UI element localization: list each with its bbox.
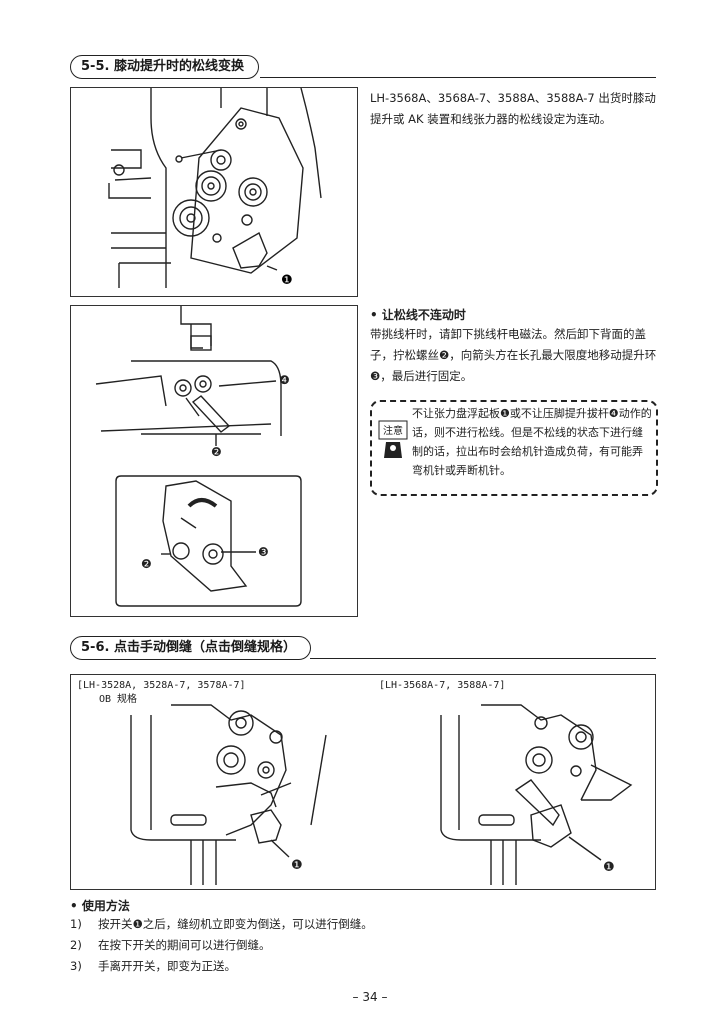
svg-text:注意: 注意 xyxy=(383,424,403,437)
section-title: 5-6. 点击手动倒缝（点击倒缝规格） xyxy=(70,636,311,660)
usage-title: • 使用方法 xyxy=(70,899,130,913)
callout-4: ❹ xyxy=(279,373,290,387)
figure-reverse-switch: [LH-3528A, 3528A-7, 3578A-7] OB 规格 [LH-3… xyxy=(70,674,656,890)
caution-box: 注意 不让张力盘浮起板❶或不让压脚提升拔杆❹动作的话，则不进行松线。但是不松线的… xyxy=(370,400,658,496)
subtitle-no-link: • 让松线不连动时 xyxy=(370,308,466,322)
figure-lift-ring-adjustment: ❹ ❷ ❷ ❸ xyxy=(70,305,358,617)
callout-1-right: ❶ xyxy=(603,860,615,875)
figure-thread-tension-mechanism: ❶ xyxy=(70,87,358,297)
usage-item: 1)按开关❶之后，缝纫机立即变为倒送，可以进行倒缝。 xyxy=(70,917,373,931)
section-rule xyxy=(260,77,656,78)
usage-item: 3)手离开开关，即变为正送。 xyxy=(70,959,236,973)
callout-2-top: ❷ xyxy=(211,445,222,459)
callout-1-left: ❶ xyxy=(291,858,303,873)
section-title: 5-5. 膝动提升时的松线变换 xyxy=(70,55,259,79)
callout-2-detail: ❷ xyxy=(141,557,152,571)
page-number: – 34 – xyxy=(352,990,388,1004)
caution-icon: 注意 xyxy=(378,420,408,460)
caution-text: 不让张力盘浮起板❶或不让压脚提升拔杆❹动作的话，则不进行松线。但是不松线的状态下… xyxy=(412,407,652,477)
left-panel-label: [LH-3528A, 3528A-7, 3578A-7] OB 规格 xyxy=(77,680,246,705)
intro-paragraph: LH-3568A、3568A-7、3588A、3588A-7 出货时膝动提升或 … xyxy=(370,91,656,126)
section-header-5-6: 5-6. 点击手动倒缝（点击倒缝规格） xyxy=(70,636,656,660)
instructions-paragraph: 带挑线杆时，请卸下挑线杆电磁法。然后卸下背面的盖子，拧松螺丝❷，向箭头方在长孔最… xyxy=(370,327,657,383)
section-rule xyxy=(310,658,656,659)
section-header-5-5: 5-5. 膝动提升时的松线变换 xyxy=(70,55,656,79)
usage-item: 2)在按下开关的期间可以进行倒缝。 xyxy=(70,938,271,952)
right-panel-label: [LH-3568A-7, 3588A-7] xyxy=(379,680,506,691)
callout-3: ❸ xyxy=(258,545,269,559)
callout-1: ❶ xyxy=(281,273,293,288)
usage-list: 1)按开关❶之后，缝纫机立即变为倒送，可以进行倒缝。 2)在按下开关的期间可以进… xyxy=(70,914,650,977)
